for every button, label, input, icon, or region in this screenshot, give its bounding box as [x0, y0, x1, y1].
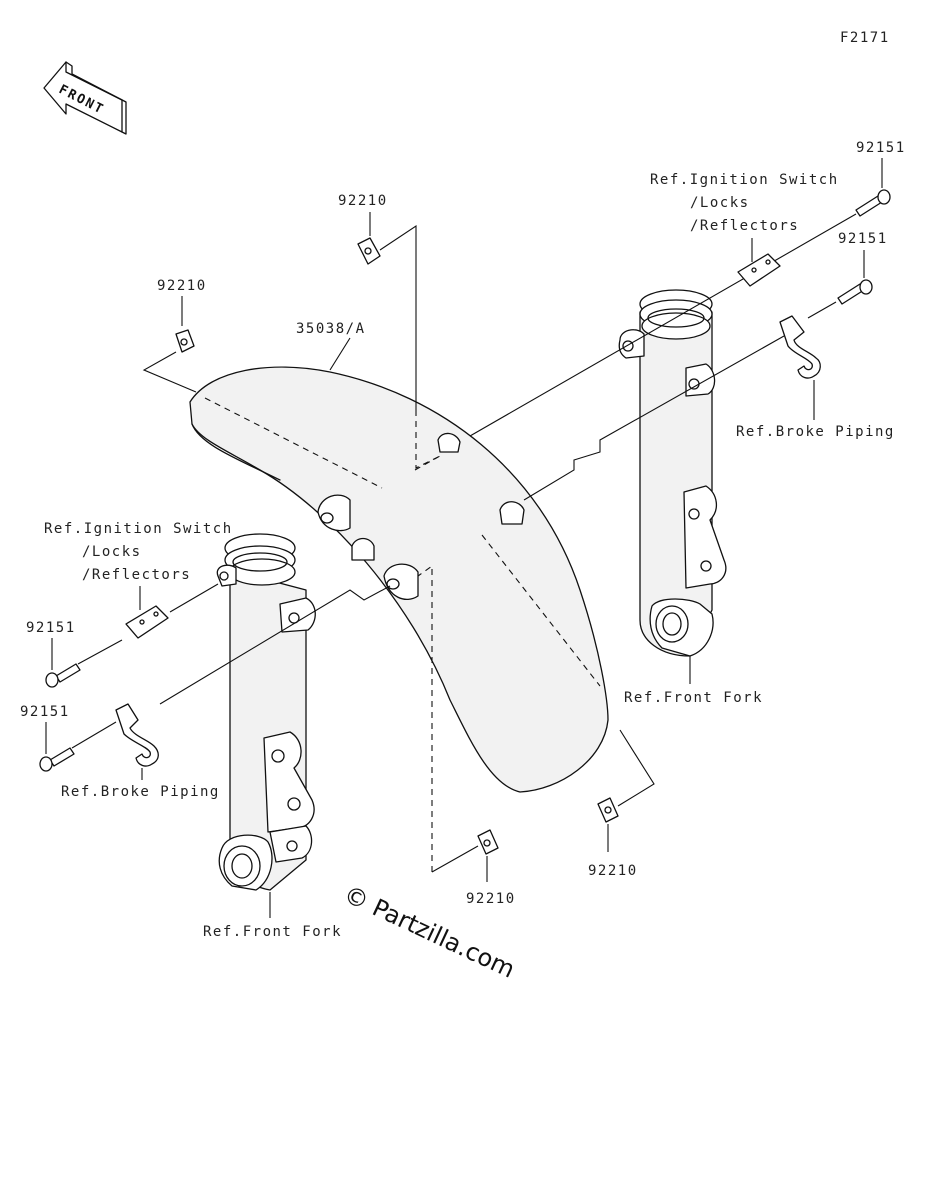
nut-clip-92210-left: 92210: [142, 278, 207, 393]
nut-clip-92210-bottom-right: 92210: [588, 729, 655, 879]
front-fender: 35038/A: [189, 321, 609, 793]
bolt-92151-left-lower: 92151: [20, 585, 391, 772]
left-fork-leg: Ref.Front Fork: [203, 533, 342, 940]
label-ref-fork-left: Ref.Front Fork: [203, 924, 342, 940]
label-ref-brake-right: Ref.Broke Piping: [736, 424, 895, 440]
bolt-92151-top-right: 92151: [469, 140, 906, 437]
label-92151-top-right: 92151: [856, 140, 906, 156]
label-92210-bottom-mid: 92210: [466, 891, 516, 907]
label-92151-left-lower: 92151: [20, 704, 70, 720]
label-ref-brake-left: Ref.Broke Piping: [61, 784, 220, 800]
label-ref-ignition-left-1: Ref.Ignition Switch: [44, 521, 233, 537]
nut-clip-92210-bottom-mid: 92210: [417, 564, 516, 907]
reflector-bracket-right: Ref.Ignition Switch /Locks /Reflectors: [650, 172, 839, 287]
label-92210-top: 92210: [338, 193, 388, 209]
label-ref-ignition-right-2: /Locks: [690, 195, 750, 211]
label-92210-left: 92210: [157, 278, 207, 294]
label-92210-bottom-right: 92210: [588, 863, 638, 879]
right-fork-leg: Ref.Front Fork: [618, 289, 763, 706]
label-92151-mid-right: 92151: [838, 231, 888, 247]
brake-pipe-clamp-left: Ref.Broke Piping: [61, 703, 220, 800]
bolt-92151-mid-right: 92151: [523, 231, 888, 501]
bolt-92151-left-upper: 92151: [26, 583, 219, 688]
brake-pipe-clamp-right: Ref.Broke Piping: [736, 315, 895, 440]
nut-clip-92210-top: 92210: [338, 193, 441, 469]
label-35038: 35038/A: [296, 321, 366, 337]
reflector-bracket-left: Ref.Ignition Switch /Locks /Reflectors: [44, 521, 233, 639]
label-92151-left-upper: 92151: [26, 620, 76, 636]
figure-code: F2171: [840, 30, 890, 46]
label-ref-ignition-left-2: /Locks: [82, 544, 142, 560]
label-ref-ignition-right-1: Ref.Ignition Switch: [650, 172, 839, 188]
front-direction-arrow: FRONT: [43, 61, 127, 135]
label-ref-ignition-left-3: /Reflectors: [82, 567, 191, 583]
label-ref-fork-right: Ref.Front Fork: [624, 690, 763, 706]
label-ref-ignition-right-3: /Reflectors: [690, 218, 799, 234]
